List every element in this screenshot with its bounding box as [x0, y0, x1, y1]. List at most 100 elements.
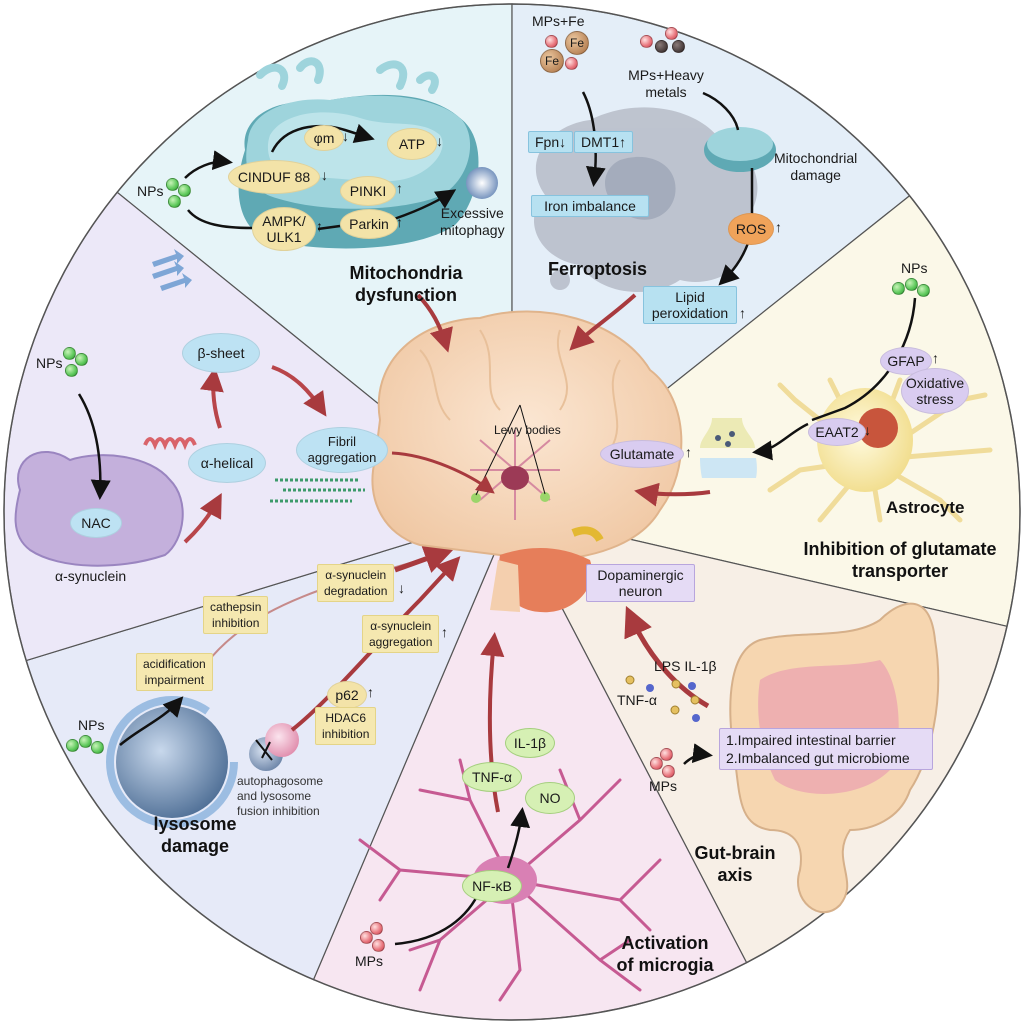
lysosome-body: [116, 706, 228, 818]
nfkb-node: NF-κB: [462, 870, 522, 902]
title-line: Mitochondria: [349, 263, 463, 283]
down-arrow-indicator: ↓: [398, 580, 405, 596]
no-node: NO: [525, 782, 575, 814]
nps-to-nac-arrow: [77, 393, 111, 500]
box-label: Fpn: [535, 134, 560, 150]
mitochondrial-damage-label: Mitochondrial damage: [774, 150, 857, 184]
node-label: ATP: [398, 136, 426, 152]
iron-particle: Fe: [565, 31, 589, 55]
label-line: neuron: [618, 583, 663, 599]
particle: [63, 347, 76, 360]
pinki-node: PINKI: [340, 176, 396, 206]
node-label: GFAP: [887, 353, 925, 369]
il1b-node: IL-1β: [505, 728, 555, 758]
node-label: PINKI: [349, 183, 387, 199]
gut-effects-box: 1.Impaired intestinal barrier 2.Imbalanc…: [719, 728, 933, 770]
helical-to-sheet-arrow: [199, 367, 224, 429]
up-arrow-indicator: ↑: [367, 684, 374, 700]
lysosome-small-icon: [265, 723, 299, 757]
up-arrow-indicator: ↑: [685, 444, 692, 460]
label-line: Dopaminergic: [597, 567, 684, 583]
node-label: β-sheet: [197, 345, 245, 361]
title-line: Inhibition of glutamate: [803, 539, 997, 559]
down-arrow-indicator: ↓: [436, 133, 443, 149]
title-ferroptosis: Ferroptosis: [548, 259, 648, 279]
label-line: mitophagy: [440, 222, 505, 238]
astrocyte-nucleus: [858, 408, 898, 448]
title-line: Activation: [621, 933, 709, 953]
particle: [655, 40, 668, 53]
tnf-alpha-label: TNF-α: [617, 692, 657, 708]
title-line: Gut-brain: [694, 843, 776, 863]
np-to-ampk-arrow: [187, 209, 253, 230]
label-line: fusion inhibition: [237, 804, 320, 818]
node-label: aggregation: [307, 450, 377, 465]
astro-np-label: NPs: [901, 260, 928, 276]
excessive-mitophagy-label: Excessive mitophagy: [440, 205, 505, 239]
p62-node: p62: [327, 681, 367, 709]
label-line: aggregation: [369, 635, 433, 649]
title-lysosome: lysosome damage: [140, 813, 250, 857]
particle: [79, 735, 92, 748]
dopaminergic-neuron-box: Dopaminergic neuron: [586, 564, 695, 602]
outer-ring: [3, 3, 1021, 1021]
nps-to-lysosome-arrow: [119, 696, 184, 746]
damaged-mitochondrion-illustration: [704, 127, 776, 172]
up-arrow-indicator: ↑: [441, 624, 448, 640]
particle: [91, 741, 104, 754]
title-line: transporter: [851, 561, 949, 581]
up-arrow-indicator: ↑: [739, 305, 746, 321]
title-line: axis: [717, 865, 753, 885]
node-label: NO: [539, 790, 561, 806]
label-line: metals: [645, 84, 687, 100]
node-label: IL-1β: [513, 735, 547, 751]
heavy-metals-to-mito-arrow: [702, 91, 740, 131]
particle: [660, 748, 673, 761]
title-line: damage: [160, 836, 230, 856]
down-arrow-indicator: ↓: [342, 128, 349, 144]
gut-effect-item: 1.Impaired intestinal barrier: [726, 732, 896, 748]
down-arrow-indicator: ↓: [559, 134, 567, 150]
mps-fe-label: MPs+Fe: [532, 13, 585, 29]
mps-to-gut-arrow: [683, 743, 713, 765]
up-arrow-indicator: ↑: [396, 180, 403, 196]
down-arrow-indicator: ↓: [321, 167, 328, 183]
label-line: damage: [790, 167, 841, 183]
label-line: inhibition: [322, 727, 370, 741]
lps-il1b-label: LPS IL-1β: [654, 658, 717, 674]
brain-illustration: [371, 310, 683, 613]
label-line: α-synuclein: [370, 619, 432, 633]
particle: [372, 939, 385, 952]
fusion-inhibition-label: autophagosome and lysosome fusion inhibi…: [237, 774, 323, 819]
fibril-strands-icon: [270, 478, 365, 503]
microglia-to-brain-arrow: [480, 632, 505, 813]
particle: [65, 364, 78, 377]
label-line: Excessive: [440, 205, 504, 221]
lipid-peroxidation-box: Lipid peroxidation: [643, 286, 737, 324]
helix-icon: [143, 437, 197, 451]
title-microglia: Activation of microgia: [615, 932, 715, 976]
lyso-np-label: NPs: [78, 717, 105, 733]
node-label: CINDUF 88: [237, 169, 311, 185]
particle: [665, 27, 678, 40]
nac-to-helical-arrow: [183, 492, 222, 544]
syn-np-label: NPs: [36, 355, 63, 371]
node-label: ROS: [735, 221, 767, 237]
node-label: TNF-α: [472, 769, 512, 785]
down-arrow-indicator: ↓: [864, 422, 871, 438]
node-label: Oxidative: [905, 375, 965, 391]
synuclein-aggregation-box: α-synuclein aggregation: [362, 615, 440, 653]
cytokine-dots: [625, 675, 700, 722]
glutamate-node: Glutamate: [600, 440, 684, 468]
parkin-node: Parkin: [340, 209, 398, 239]
node-label: ULK1: [266, 229, 302, 245]
particle: [360, 931, 373, 944]
up-arrow-indicator: ↑: [316, 218, 323, 234]
alpha-helical-node: α-helical: [188, 443, 266, 483]
synuclein-label: α-synuclein: [55, 568, 127, 584]
label-line: and lysosome: [237, 789, 312, 803]
node-label: φm: [313, 130, 335, 146]
gfap-node: GFAP: [880, 347, 932, 375]
title-line: of microgia: [616, 955, 714, 975]
title-glutamate-transporter: Inhibition of glutamate transporter: [790, 538, 1010, 582]
